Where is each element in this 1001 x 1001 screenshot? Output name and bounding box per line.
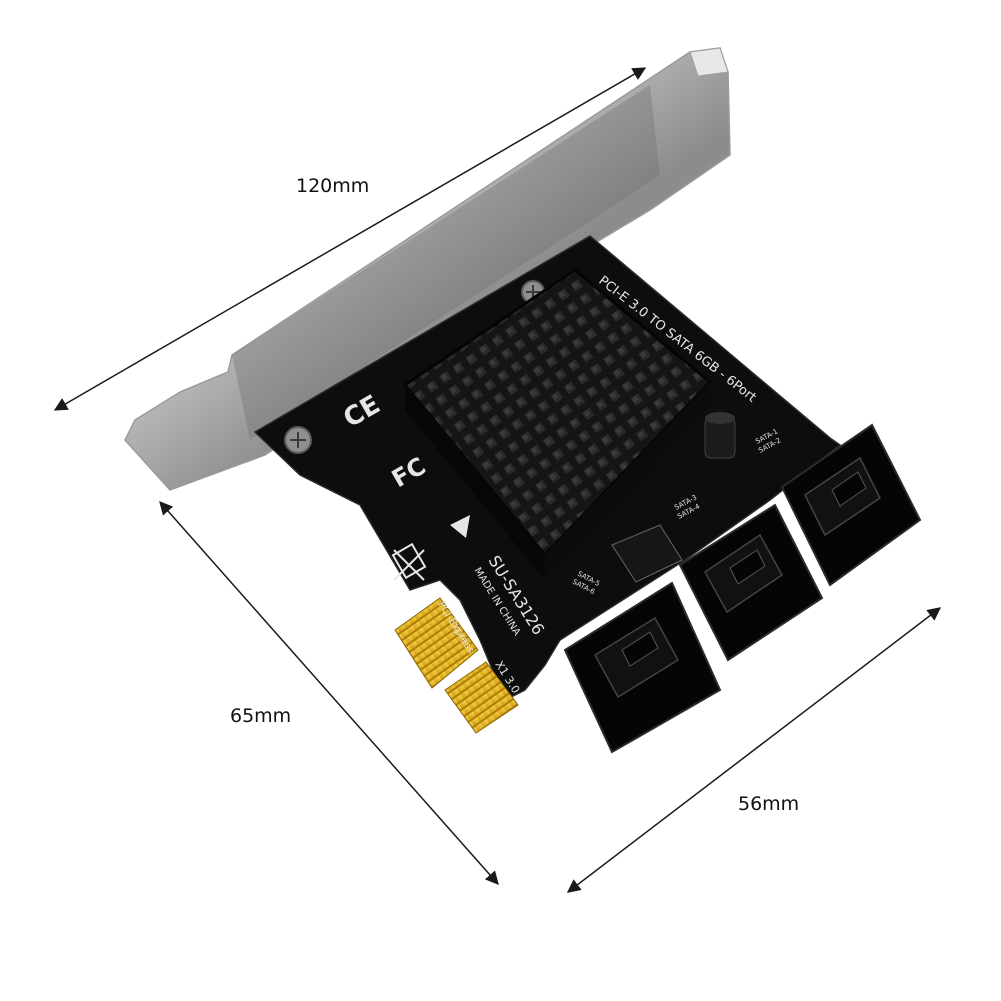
- sata-connector-group-1: [780, 423, 922, 587]
- depth-dimension-line: [566, 607, 942, 893]
- length-dimension-line: [53, 67, 647, 411]
- height-dimension-label: 65mm: [230, 705, 291, 727]
- standoff-post: [704, 412, 736, 459]
- ic-chip: [611, 524, 683, 583]
- length-dimension-label: 120mm: [296, 175, 369, 197]
- depth-dimension-label: 56mm: [738, 793, 799, 815]
- height-dimension-line: [159, 500, 499, 886]
